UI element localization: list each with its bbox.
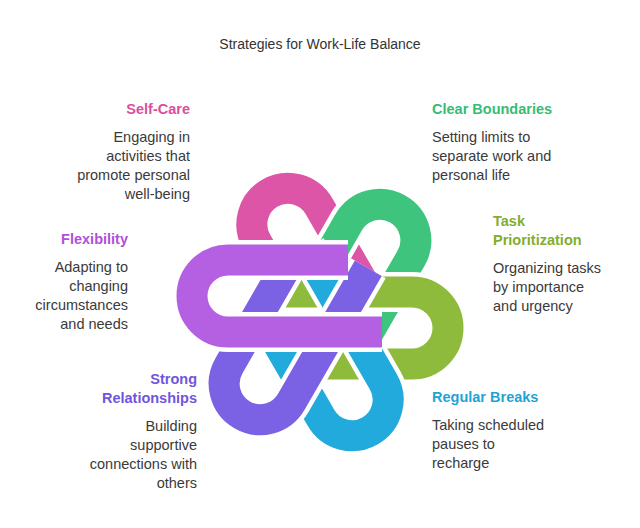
- strategy-heading: Clear Boundaries: [432, 100, 612, 119]
- strategy-description: Taking scheduled pauses to recharge: [432, 416, 551, 473]
- strategy-description: Organizing tasks by importance and urgen…: [493, 259, 607, 316]
- strategy-description: Engaging in activities that promote pers…: [55, 128, 190, 204]
- strategy-description: Adapting to changing circumstances and n…: [28, 258, 128, 334]
- diagram-title: Strategies for Work-Life Balance: [0, 36, 640, 52]
- strategy-heading: Flexibility: [18, 230, 128, 249]
- strategy-description: Setting limits to separate work and pers…: [432, 128, 572, 185]
- strategy-heading: Regular Breaks: [432, 388, 612, 407]
- strategy-heading: Strong Relationships: [67, 370, 197, 408]
- strategy-heading: Task Prioritization: [493, 212, 603, 250]
- loop-flexibility: [192, 260, 382, 332]
- strategy-heading: Self-Care: [40, 100, 190, 119]
- strategy-description: Building supportive connections with oth…: [79, 417, 197, 493]
